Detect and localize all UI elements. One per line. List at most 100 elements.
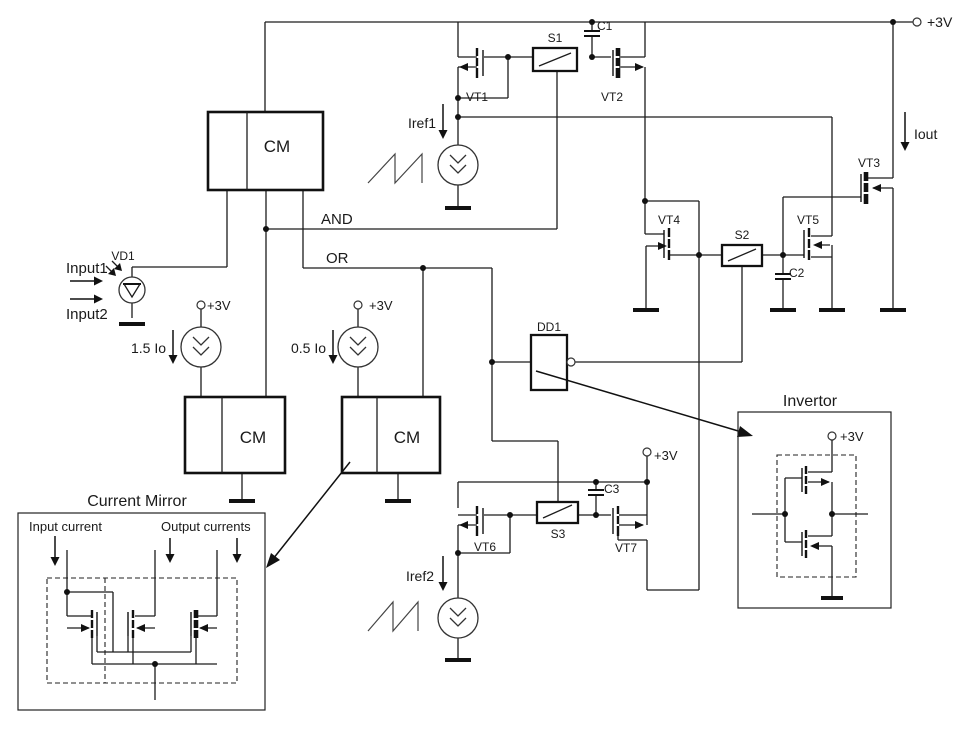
vcc-terminal-15io: +3V (196, 298, 231, 313)
arrow-icon (900, 142, 910, 151)
cm-box (206, 110, 325, 192)
source-circle (437, 144, 479, 186)
current-mirror-title: Current Mirror (87, 493, 187, 510)
junction (455, 114, 461, 120)
iref2-label: Iref2 (406, 568, 434, 584)
cm-block-middle: CM (340, 395, 442, 475)
junction (829, 511, 835, 517)
c2-label: C2 (789, 266, 805, 280)
and-net-label: AND (321, 211, 353, 228)
transistor-vt3: VT3 (858, 156, 881, 204)
wire (457, 456, 699, 658)
ground-icon (819, 308, 845, 312)
output-currents-label: Output currents (161, 519, 251, 534)
chevron-down-icon (449, 607, 467, 627)
vcc-label: +3V (654, 448, 678, 463)
switch-lever (542, 504, 573, 519)
c1-label: C1 (597, 19, 613, 33)
arrow-line (272, 461, 351, 560)
vcc-label: +3V (369, 298, 393, 313)
iout-label: Iout (914, 126, 937, 142)
photon-arrow-icon (114, 263, 122, 271)
arrow-icon (94, 276, 103, 286)
junction (696, 252, 702, 258)
arrow-icon (199, 624, 208, 632)
current-0-5io-label: 0.5 Io (291, 340, 326, 356)
current-source-iref1: Iref1 (367, 104, 479, 186)
chevron-down-icon (349, 336, 367, 356)
transistor-vt1: VT1 (459, 48, 488, 104)
junction-dots (263, 19, 896, 556)
vcc-label: +3V (840, 429, 864, 444)
inset-invertor: Invertor +3V (737, 393, 892, 609)
arrow-icon (872, 184, 881, 192)
source-circle (337, 326, 379, 368)
arrow-icon (635, 521, 644, 529)
wires-top-cell (264, 21, 913, 308)
ground-icon (880, 308, 906, 312)
switch-body (535, 500, 580, 525)
ground-icon (229, 499, 255, 503)
terminal-icon (353, 300, 363, 310)
junction (593, 512, 599, 518)
switch-lever (727, 248, 757, 262)
wires-bottom-cell (457, 456, 699, 658)
ground-icon (633, 308, 659, 312)
wire (575, 22, 894, 590)
wire (131, 190, 559, 502)
vcc-label: +3V (927, 14, 953, 30)
inset-frame (737, 411, 892, 609)
junction (782, 511, 788, 517)
ground-icon (821, 596, 843, 600)
wires-right-cell (575, 22, 894, 590)
switch-s2: S2 (720, 228, 764, 268)
terminal-icon (912, 17, 922, 27)
arrow-icon (459, 521, 468, 529)
chip-boundary (46, 577, 238, 684)
junction (455, 550, 461, 556)
arrow-icon (813, 241, 822, 249)
capacitor-c3: C3 (588, 482, 620, 496)
cm-block-top: CM (206, 110, 325, 192)
switch-body (531, 46, 579, 73)
capacitor-plates (775, 273, 791, 280)
current-source-1-5io: 1.5 Io (131, 326, 222, 368)
dd1-body (529, 333, 569, 392)
arrow-icon (94, 294, 103, 304)
arrow-icon (438, 582, 448, 591)
cm-box (183, 395, 287, 475)
wire (752, 440, 868, 596)
arrow-icon (81, 624, 90, 632)
vcc-label: +3V (207, 298, 231, 313)
s3-label: S3 (551, 527, 566, 541)
transistor-vt7: VT7 (612, 506, 644, 555)
terminal-icon (827, 431, 837, 441)
vt6-label: VT6 (474, 540, 496, 554)
s1-label: S1 (548, 31, 563, 45)
arrow-icon (136, 624, 145, 632)
switch-s3: S3 (535, 500, 580, 541)
current-1-5io-label: 1.5 Io (131, 340, 166, 356)
junction (263, 226, 269, 232)
junction (589, 54, 595, 60)
diode-triangle (123, 283, 141, 299)
arrow-icon (459, 63, 468, 71)
transistor-vt2: VT2 (601, 48, 644, 104)
arrow-icon (810, 542, 819, 550)
diode-circle (118, 276, 146, 304)
junction (593, 479, 599, 485)
vt3-label: VT3 (858, 156, 880, 170)
transistor-vt4: VT4 (658, 213, 680, 260)
junction (507, 512, 513, 518)
inverter-dd1: DD1 (529, 320, 576, 392)
junction (505, 54, 511, 60)
arrow-icon (438, 130, 448, 139)
c3-label: C3 (604, 482, 620, 496)
arrow-icon (165, 554, 175, 563)
junction (642, 198, 648, 204)
vd1-label: VD1 (111, 249, 135, 263)
terminal-icon (642, 447, 652, 457)
vt2-label: VT2 (601, 90, 623, 104)
terminal-icon (196, 300, 206, 310)
